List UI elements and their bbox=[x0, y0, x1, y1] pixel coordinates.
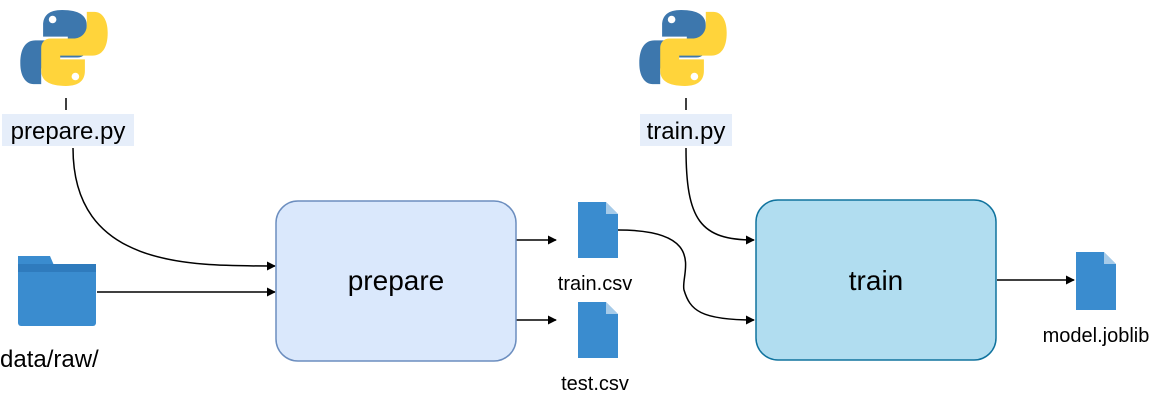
train-stage-label: train bbox=[849, 265, 903, 296]
prepare-stage-label: prepare bbox=[348, 265, 445, 296]
edge-train-csv-to-train bbox=[617, 229, 755, 325]
train-stage-box[interactable] bbox=[755, 199, 997, 361]
file-icon bbox=[578, 202, 618, 258]
model-joblib-label: model.joblib bbox=[1043, 325, 1150, 347]
train-py-label-bg bbox=[640, 114, 732, 146]
train-py-label: train.py bbox=[647, 118, 726, 145]
python-logo-icon bbox=[639, 9, 727, 86]
python-logo-icon bbox=[20, 9, 108, 86]
edge-prepare-py-to-prepare bbox=[72, 147, 276, 271]
edge-train-py-to-train bbox=[685, 147, 755, 245]
train-csv-label: train.csv bbox=[558, 273, 632, 295]
raw-folder-label: data/raw/ bbox=[0, 346, 99, 373]
prepare-py-label: prepare.py bbox=[11, 118, 126, 145]
prepare-py-label-bg bbox=[2, 114, 134, 146]
test-csv-label: test.csv bbox=[561, 373, 629, 395]
folder-icon bbox=[18, 256, 96, 326]
file-icon bbox=[1076, 252, 1116, 310]
prepare-stage-box[interactable] bbox=[275, 200, 517, 362]
file-icon bbox=[578, 302, 618, 358]
